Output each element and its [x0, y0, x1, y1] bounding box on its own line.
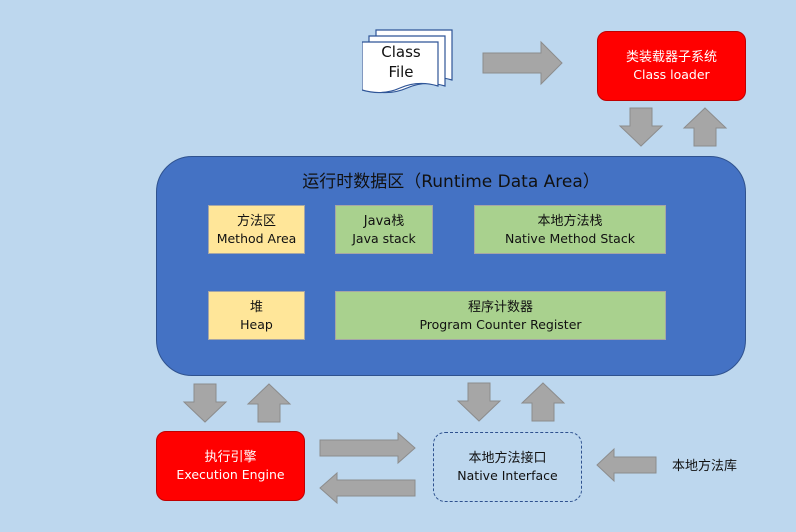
- method-area-zh: 方法区: [236, 213, 276, 229]
- execution-engine-zh: 执行引擎: [204, 450, 257, 465]
- heap-zh: 堆: [249, 299, 263, 315]
- class-loader-zh: 类装载器子系统: [625, 50, 717, 65]
- native-method-stack-zh: 本地方法栈: [537, 213, 603, 229]
- arrow-left-icon: [319, 471, 416, 505]
- arrow-up-icon: [682, 107, 728, 147]
- runtime-data-area: 运行时数据区（Runtime Data Area）: [156, 156, 746, 376]
- class-file-label: Class File: [362, 42, 440, 82]
- java-stack-en: Java stack: [352, 230, 416, 246]
- java-stack-zh: Java栈: [363, 213, 405, 229]
- class-file-line2: File: [388, 63, 414, 81]
- heap-box: 堆 Heap: [208, 291, 305, 340]
- java-stack-box: Java栈 Java stack: [335, 205, 433, 254]
- pc-register-box: 程序计数器 Program Counter Register: [335, 291, 666, 340]
- native-interface-en: Native Interface: [457, 468, 558, 483]
- class-file-line1: Class: [381, 43, 421, 61]
- class-loader-box: 类装载器子系统 Class loader: [597, 31, 746, 101]
- native-method-stack-box: 本地方法栈 Native Method Stack: [474, 205, 666, 254]
- arrow-right-icon: [482, 40, 563, 86]
- arrow-down-icon: [618, 107, 664, 147]
- class-loader-en: Class loader: [633, 67, 710, 82]
- execution-engine-box: 执行引擎 Execution Engine: [156, 431, 305, 501]
- pc-register-zh: 程序计数器: [467, 299, 533, 315]
- arrow-down-icon: [456, 382, 502, 422]
- pc-register-en: Program Counter Register: [419, 316, 582, 332]
- arrow-left-icon: [596, 447, 657, 483]
- arrow-down-icon: [182, 383, 228, 423]
- native-library-label: 本地方法库: [672, 459, 738, 474]
- native-interface-box: 本地方法接口 Native Interface: [433, 432, 582, 502]
- class-file-document: Class File: [362, 28, 454, 94]
- document-stack-icon: [362, 29, 453, 94]
- arrow-up-icon: [246, 383, 292, 423]
- method-area-box: 方法区 Method Area: [208, 205, 305, 254]
- heap-en: Heap: [240, 316, 273, 332]
- execution-engine-en: Execution Engine: [176, 467, 285, 482]
- runtime-title: 运行时数据区（Runtime Data Area）: [302, 172, 600, 192]
- native-interface-zh: 本地方法接口: [468, 451, 547, 466]
- arrow-right-icon: [319, 431, 416, 465]
- method-area-en: Method Area: [216, 230, 297, 246]
- arrow-up-icon: [520, 382, 566, 422]
- native-method-stack-en: Native Method Stack: [505, 230, 635, 246]
